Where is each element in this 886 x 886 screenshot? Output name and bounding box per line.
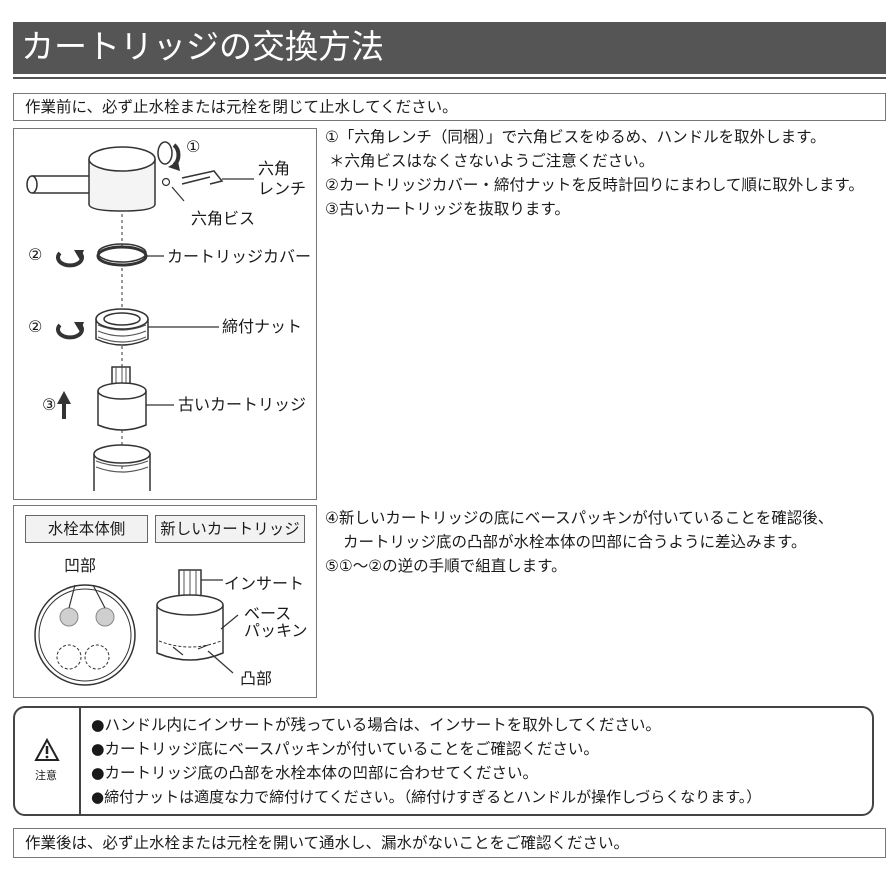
tightening-nut-label: 締付ナット (222, 317, 303, 336)
pre-note-text: 作業前に、必ず止水栓または元栓を閉じて止水してください。 (25, 98, 458, 116)
step-2a-marker: ② (28, 245, 43, 264)
post-note-text: 作業後は、必ず止水栓または元栓を開いて通水し、漏水がないことをご確認ください。 (25, 834, 630, 852)
step-1-note: ＊六角ビスはなくさないようご注意ください。 (329, 152, 655, 170)
caution-item: ●締付ナットは適度な力で締付けてください。（締付けすぎるとハンドルが操作しづらく… (91, 788, 762, 806)
recess-label: 凹部 (64, 556, 97, 575)
step-2b-marker: ② (28, 317, 43, 336)
base-packing-label-2: パッキン (244, 621, 308, 640)
step-4-text: ④新しいカートリッジの底にベースパッキンが付いていることを確認後、 (325, 509, 834, 527)
tab-new-cartridge: 新しいカートリッジ (155, 515, 305, 543)
caution-item: ●カートリッジ底の凸部を水栓本体の凹部に合わせてください。 (91, 764, 539, 782)
cartridge-cover-label: カートリッジカバー (167, 247, 312, 266)
tab-faucet-body-side: 水栓本体側 (25, 515, 148, 543)
hex-wrench-label-1: 六角 (258, 159, 291, 178)
title-underline (13, 77, 886, 79)
step-3-marker: ③ (42, 395, 57, 414)
caution-item: ●ハンドル内にインサートが残っている場合は、インサートを取外してください。 (91, 716, 661, 734)
step-3-text: ③古いカートリッジを抜取ります。 (325, 200, 570, 218)
step-4-text-cont: カートリッジ底の凸部が水栓本体の凹部に合うように差込みます。 (343, 533, 807, 551)
page-title: カートリッジの交換方法 (21, 27, 384, 66)
old-cartridge-label: 古いカートリッジ (178, 395, 307, 414)
title-bar: カートリッジの交換方法 (13, 22, 886, 74)
insert-label: インサート (224, 574, 305, 593)
base-packing-label-1: ベース (244, 604, 292, 623)
caution-item: ●カートリッジ底にベースパッキンが付いていることをご確認ください。 (91, 740, 599, 758)
hex-wrench-label-2: レンチ (258, 179, 307, 198)
step-5-text: ⑤①～②の逆の手順で組直します。 (325, 557, 567, 575)
hex-screw-label: 六角ビス (191, 209, 256, 228)
caution-box: 注意 ●ハンドル内にインサートが残っている場合は、インサートを取外してください。… (13, 706, 874, 816)
disassembly-diagram: ① 六角 レンチ 六角ビス ② カートリッジカバー ② 締付ナット ③ 古いカー… (13, 128, 317, 500)
protrusion-label: 凸部 (240, 669, 273, 688)
step-2-text: ②カートリッジカバー・締付ナットを反時計回りにまわして順に取外します。 (325, 176, 864, 194)
warning-icon (34, 737, 60, 761)
caution-divider (79, 708, 81, 814)
caution-icon-label: 注意 (35, 769, 57, 782)
disassembly-illustration (26, 141, 254, 491)
pre-note-box: 作業前に、必ず止水栓または元栓を閉じて止水してください。 (13, 93, 886, 121)
step-1-text: ①「六角レンチ（同梱）」で六角ビスをゆるめ、ハンドルを取外します。 (325, 128, 826, 146)
step-1-marker: ① (186, 137, 201, 156)
assembly-illustration (34, 569, 239, 686)
post-note-box: 作業後は、必ず止水栓または元栓を開いて通水し、漏水がないことをご確認ください。 (13, 828, 886, 858)
